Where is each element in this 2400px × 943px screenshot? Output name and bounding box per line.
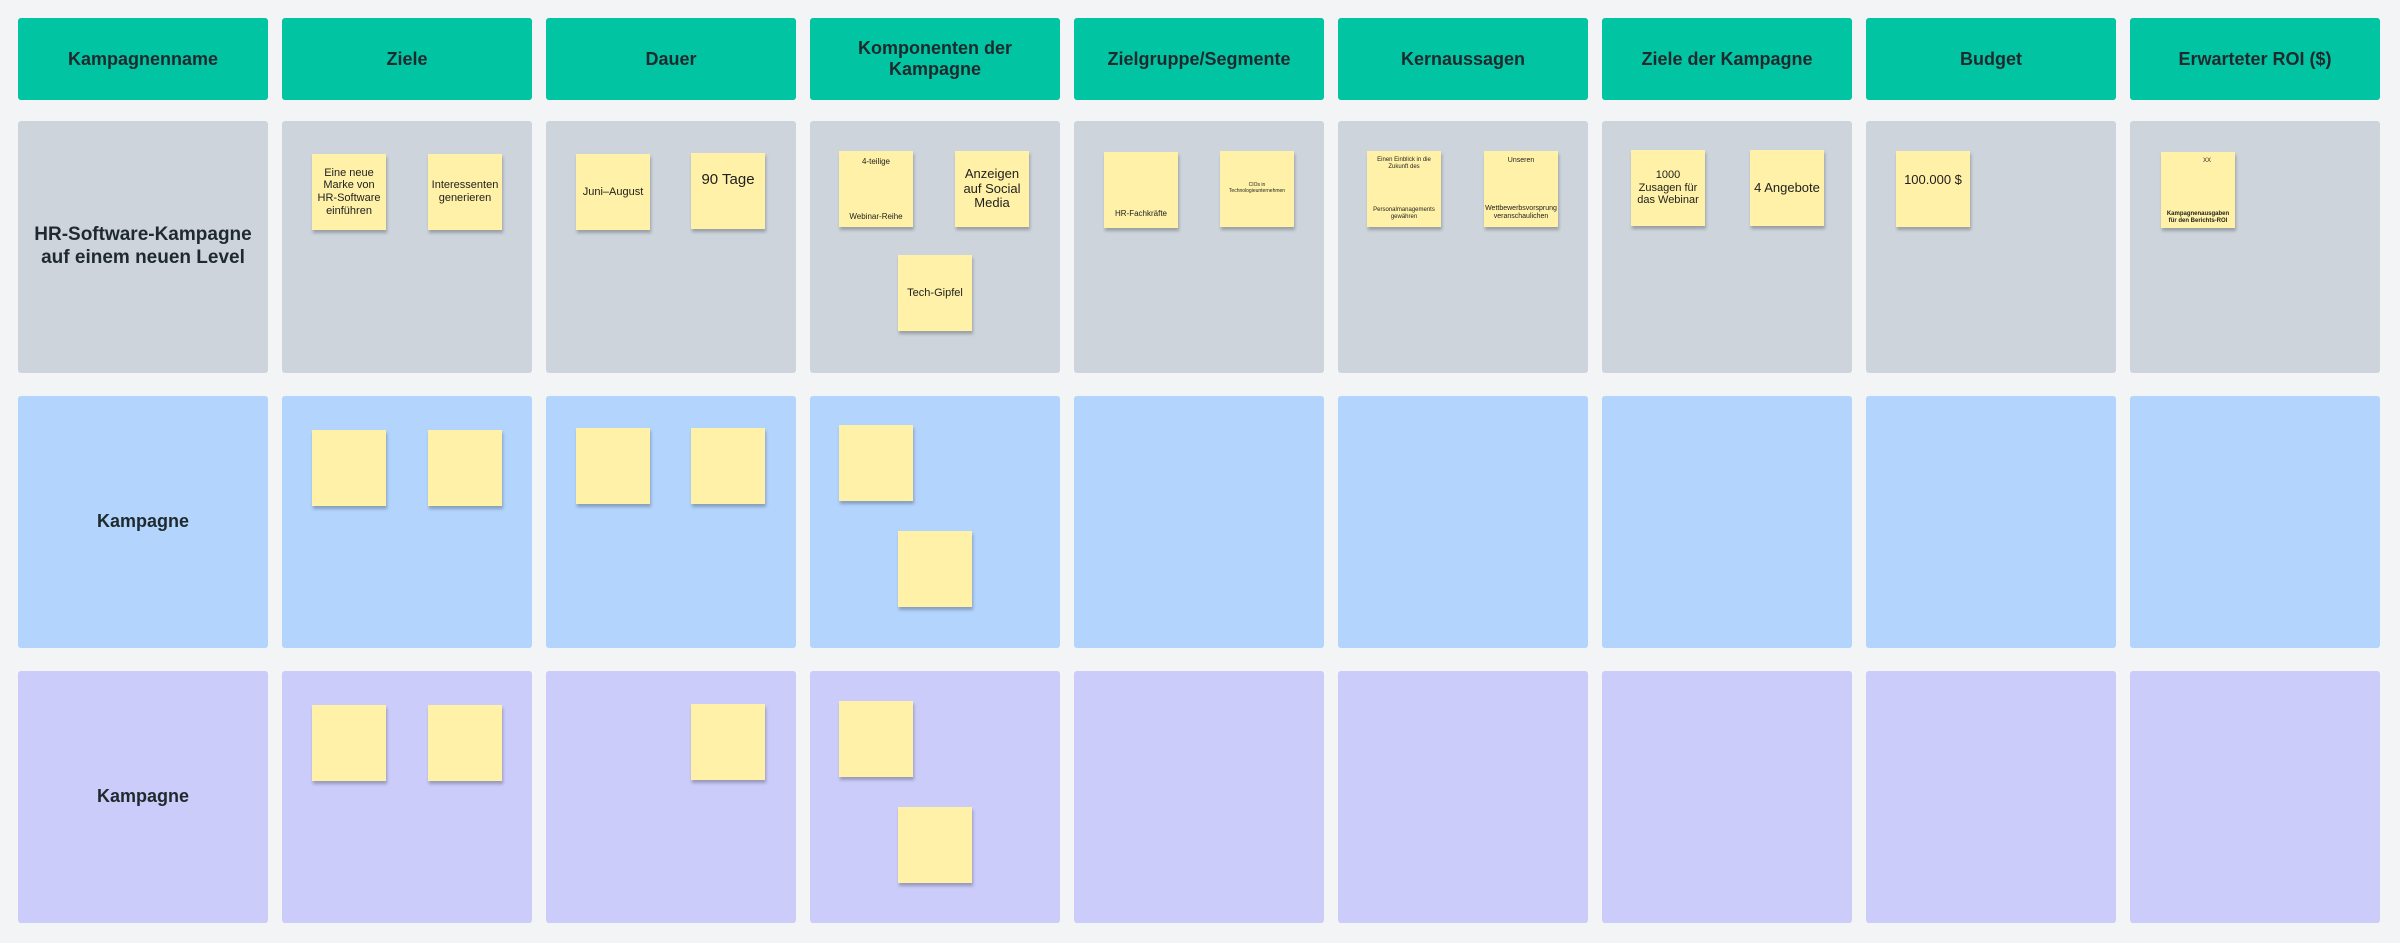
sticky-note-budget-1-text: 100.000 $ — [1904, 172, 1962, 187]
sticky-note-roi-1[interactable]: XX Kampagnenausgaben für den Berichts-RO… — [2161, 152, 2235, 228]
sticky-note-ziele-2[interactable]: Interessenten generieren — [428, 154, 502, 230]
header-ziele[interactable]: Ziele — [282, 18, 532, 100]
row-3-budget[interactable] — [1866, 671, 2116, 923]
row-3-kernaussagen[interactable] — [1338, 671, 1588, 923]
header-zielgruppe[interactable]: Zielgruppe/Segmente — [1074, 18, 1324, 100]
header-kampagnenname[interactable]: Kampagnenname — [18, 18, 268, 100]
header-budget[interactable]: Budget — [1866, 18, 2116, 100]
sticky-note-komponenten-3[interactable]: Tech-Gipfel — [898, 255, 972, 331]
sticky-note-komponenten-1[interactable]: 4-teilige Webinar-Reihe — [839, 151, 913, 227]
header-kernaussagen[interactable]: Kernaussagen — [1338, 18, 1588, 100]
sticky-note-dauer-1[interactable]: Juni–August — [576, 154, 650, 230]
row-2-kernaussagen[interactable] — [1338, 396, 1588, 648]
sticky-note-dauer-2-text: 90 Tage — [701, 171, 755, 188]
row-3-name[interactable]: Kampagne — [18, 671, 268, 923]
sticky-note-komponenten-1-bottom: Webinar-Reihe — [849, 211, 903, 221]
sticky-note-kernaussagen-1[interactable]: Einen Einblick in die Zukunft des Person… — [1367, 151, 1441, 227]
sticky-note-empty[interactable] — [428, 705, 502, 781]
sticky-note-ziele-1[interactable]: Eine neue Marke von HR-Software einführe… — [312, 154, 386, 230]
row-2-budget[interactable] — [1866, 396, 2116, 648]
sticky-note-empty[interactable] — [576, 428, 650, 504]
sticky-note-empty[interactable] — [312, 430, 386, 506]
sticky-note-kernaussagen-2-bottom: Wettbewerbsvorsprung veranschaulichen — [1485, 204, 1557, 220]
sticky-note-kernaussagen-1-bottom: Personalmanagements gewähren — [1373, 207, 1435, 221]
sticky-note-ziele-kampagne-1[interactable]: 1000 Zusagen für das Webinar — [1631, 150, 1705, 226]
sticky-note-kernaussagen-2-top: Unseren — [1507, 157, 1535, 164]
row-2-ziele-der-kampagne[interactable] — [1602, 396, 1852, 648]
sticky-note-empty[interactable] — [428, 430, 502, 506]
row-1-name-text: HR-Software-Kampagne auf einem neuen Lev… — [34, 224, 252, 268]
sticky-note-empty[interactable] — [898, 531, 972, 607]
row-3-ziele-der-kampagne[interactable] — [1602, 671, 1852, 923]
header-komponenten[interactable]: Komponenten der Kampagne — [810, 18, 1060, 100]
sticky-note-empty[interactable] — [839, 701, 913, 777]
sticky-note-empty[interactable] — [312, 705, 386, 781]
sticky-note-komponenten-1-top: 4-teilige — [861, 157, 890, 166]
sticky-note-empty[interactable] — [691, 704, 765, 780]
sticky-note-zielgruppe-2-text: CIOs in Technologieunternehmen — [1228, 182, 1286, 194]
sticky-note-roi-1-bottom: Kampagnenausgaben für den Berichts-ROI — [2166, 211, 2230, 225]
row-3-roi[interactable] — [2130, 671, 2380, 923]
row-2-name-text: Kampagne — [96, 511, 190, 532]
sticky-note-roi-1-top: XX — [2202, 158, 2211, 164]
sticky-note-zielgruppe-1-text: HR-Fachkräfte — [1114, 208, 1167, 218]
row-2-roi[interactable] — [2130, 396, 2380, 648]
row-2-name[interactable]: Kampagne — [18, 396, 268, 648]
sticky-note-kernaussagen-2[interactable]: Unseren Wettbewerbsvorsprung veranschaul… — [1484, 151, 1558, 227]
row-1-name[interactable]: HR-Software-Kampagne auf einem neuen Lev… — [18, 121, 268, 373]
sticky-note-empty[interactable] — [691, 428, 765, 504]
sticky-note-kernaussagen-1-top: Einen Einblick in die Zukunft des — [1377, 157, 1431, 170]
sticky-note-budget-1[interactable]: 100.000 $ — [1896, 151, 1970, 227]
row-3-name-text: Kampagne — [96, 786, 190, 807]
sticky-note-komponenten-2[interactable]: Anzeigen auf Social Media — [955, 151, 1029, 227]
header-roi[interactable]: Erwarteter ROI ($) — [2130, 18, 2380, 100]
sticky-note-empty[interactable] — [898, 807, 972, 883]
sticky-note-dauer-2[interactable]: 90 Tage — [691, 153, 765, 229]
sticky-note-zielgruppe-1[interactable]: HR-Fachkräfte — [1104, 152, 1178, 228]
row-2-zielgruppe[interactable] — [1074, 396, 1324, 648]
header-dauer[interactable]: Dauer — [546, 18, 796, 100]
sticky-note-empty[interactable] — [839, 425, 913, 501]
sticky-note-zielgruppe-2[interactable]: CIOs in Technologieunternehmen — [1220, 151, 1294, 227]
header-ziele-der-kampagne[interactable]: Ziele der Kampagne — [1602, 18, 1852, 100]
sticky-note-ziele-kampagne-2[interactable]: 4 Angebote — [1750, 150, 1824, 226]
row-3-zielgruppe[interactable] — [1074, 671, 1324, 923]
